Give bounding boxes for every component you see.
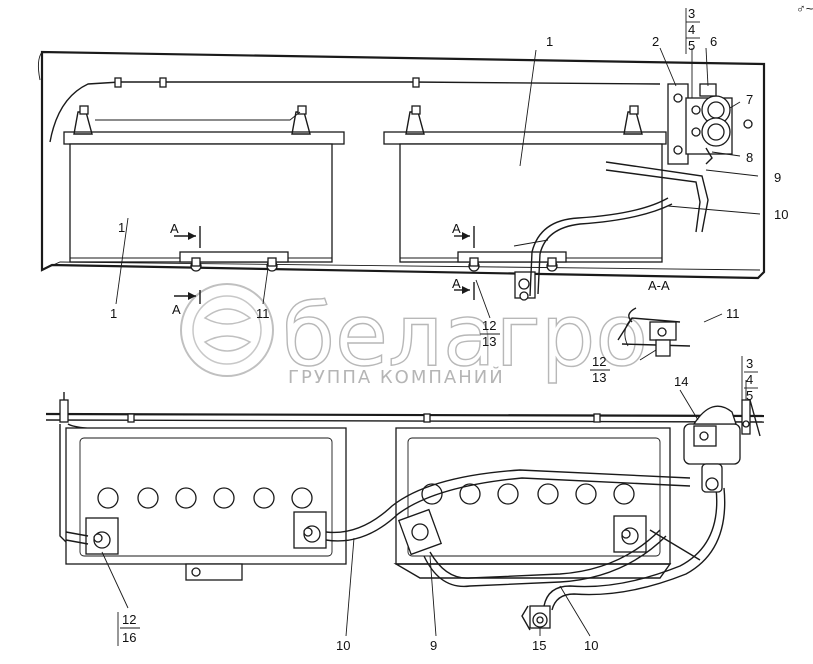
watermark-subtitle: ГРУППА КОМПАНИЙ (288, 366, 505, 388)
callout-10-top: 10 (774, 207, 788, 222)
bottom-tray-rail (45, 412, 765, 418)
callout-11-top: 11 (256, 306, 270, 321)
battery-right-bottom (393, 427, 672, 579)
section-title: А-А (648, 278, 670, 293)
callout-5-bottom: 5 (746, 388, 753, 403)
cable-10-bottom-left (325, 469, 691, 534)
corner-mark: ♂~ (796, 1, 813, 16)
battery-switch-bottom (683, 399, 761, 493)
callout-8: 8 (746, 150, 753, 165)
watermark-brand: белагро (282, 286, 648, 386)
callout-12-top: 12 (482, 318, 496, 333)
callout-16: 16 (122, 630, 136, 645)
callout-13-top: 13 (482, 334, 496, 349)
callout-4-bottom: 4 (746, 372, 753, 387)
watermark-logo-icon (180, 283, 274, 377)
callout-3-bottom: 3 (746, 356, 753, 371)
section-callout-13: 13 (592, 370, 606, 385)
callout-4-top: 4 (688, 22, 695, 37)
section-letter-a-2: А (172, 302, 181, 317)
battery-left-bottom (65, 427, 347, 581)
battery-left-top (63, 105, 345, 263)
brand-watermark: белагро ГРУППА КОМПАНИЙ (180, 283, 649, 388)
callout-10-bottom-left: 10 (336, 638, 350, 653)
callout-2: 2 (652, 34, 659, 49)
cable-9-bottom (429, 529, 661, 579)
battery-switch-top (667, 83, 753, 165)
callout-7: 7 (746, 92, 753, 107)
section-letter-a-1: А (170, 221, 179, 236)
callout-6: 6 (710, 34, 717, 49)
callout-1-left: 1 (118, 220, 125, 235)
callout-1-upper: 1 (546, 34, 553, 49)
section-callout-12: 12 (592, 354, 606, 369)
bottom-view: 3 4 5 14 12 16 10 9 15 10 (45, 356, 765, 653)
callout-10-bottom-right: 10 (584, 638, 598, 653)
leaders-top (115, 47, 761, 319)
section-callout-11: 11 (726, 306, 740, 321)
section-a-a: А-А 11 12 13 (590, 278, 740, 385)
section-mark-a-right (454, 226, 475, 300)
callout-12-bottom: 12 (122, 612, 136, 627)
callout-15: 15 (532, 638, 546, 653)
battery-right-top (383, 105, 667, 263)
top-routed-cable (49, 81, 661, 143)
callout-1-bottom: 1 (110, 306, 117, 321)
callout-14: 14 (674, 374, 688, 389)
section-letter-a-4: А (452, 276, 461, 291)
cable-9-top (605, 161, 709, 233)
callout-5-top: 5 (688, 38, 695, 53)
cable-10-bottom-right (543, 487, 718, 607)
callout-3-top: 3 (688, 6, 695, 21)
top-view: 1 2 3 4 5 6 7 8 9 10 1 1 11 12 13 А А А … (37, 6, 788, 349)
callout-9-bottom: 9 (430, 638, 437, 653)
leaders-bottom (101, 380, 747, 637)
callout-9-top: 9 (774, 170, 781, 185)
hold-down-strip-left (179, 251, 289, 272)
cable-10-top (529, 197, 669, 297)
section-mark-a-left (174, 226, 201, 304)
section-letter-a-3: А (452, 221, 461, 236)
